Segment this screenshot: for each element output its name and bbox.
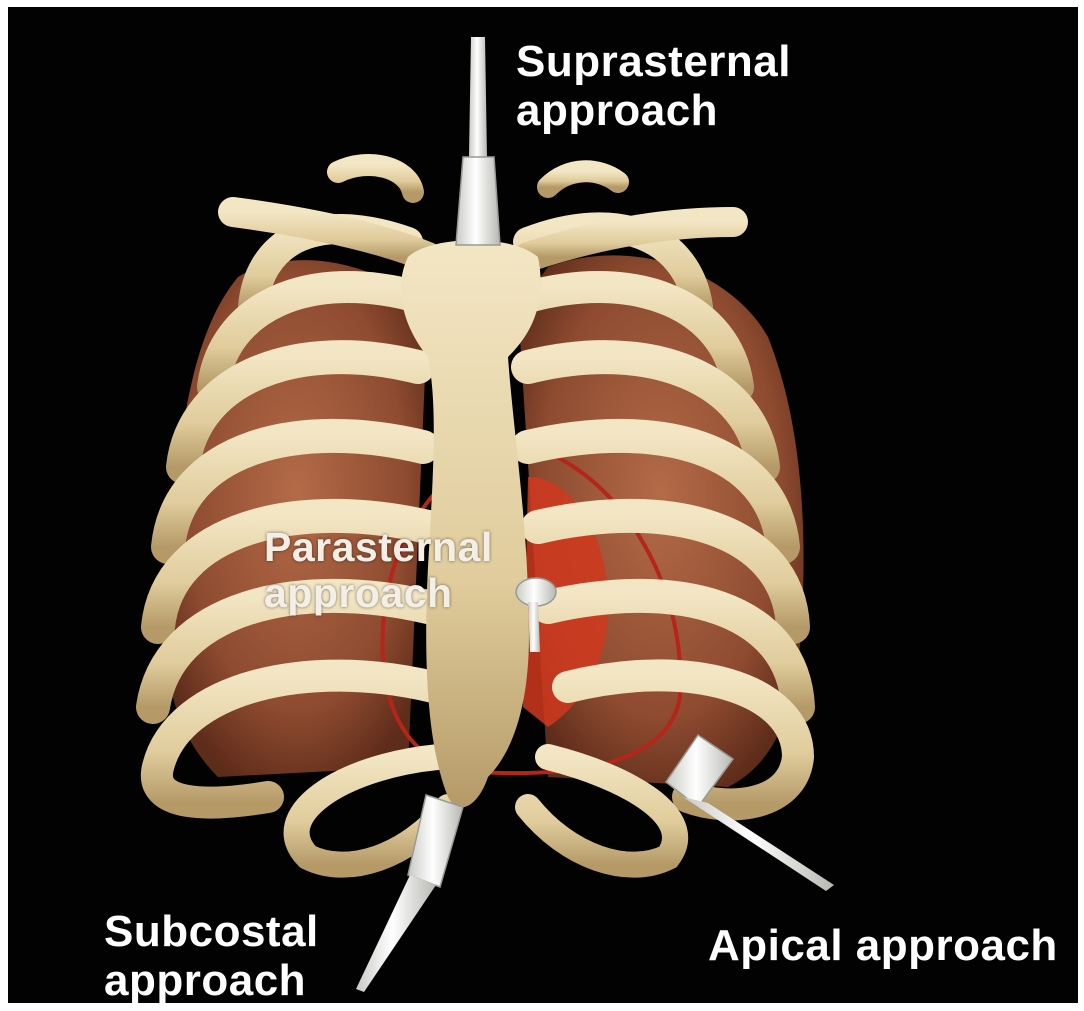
apical-approach-label: Apical approach (708, 921, 1058, 970)
parasternal-approach-label: Parasternal approach (264, 525, 493, 617)
subcostal-approach-label: Subcostal approach (104, 907, 319, 1003)
thorax-illustration: Suprasternal approach Parasternal approa… (8, 7, 1078, 1003)
suprasternal-label-line2: approach (516, 86, 791, 135)
parasternal-label-line1: Parasternal (264, 525, 493, 571)
subcostal-label-line2: approach (104, 956, 319, 1003)
apical-label-line1: Apical approach (708, 921, 1058, 970)
subcostal-probe (356, 795, 463, 992)
subcostal-label-line1: Subcostal (104, 907, 319, 956)
parasternal-label-line2: approach (264, 571, 493, 617)
suprasternal-probe (456, 37, 500, 245)
suprasternal-label-line1: Suprasternal (516, 37, 791, 86)
suprasternal-approach-label: Suprasternal approach (516, 37, 791, 136)
rib-cage-diagram (8, 7, 1078, 1003)
